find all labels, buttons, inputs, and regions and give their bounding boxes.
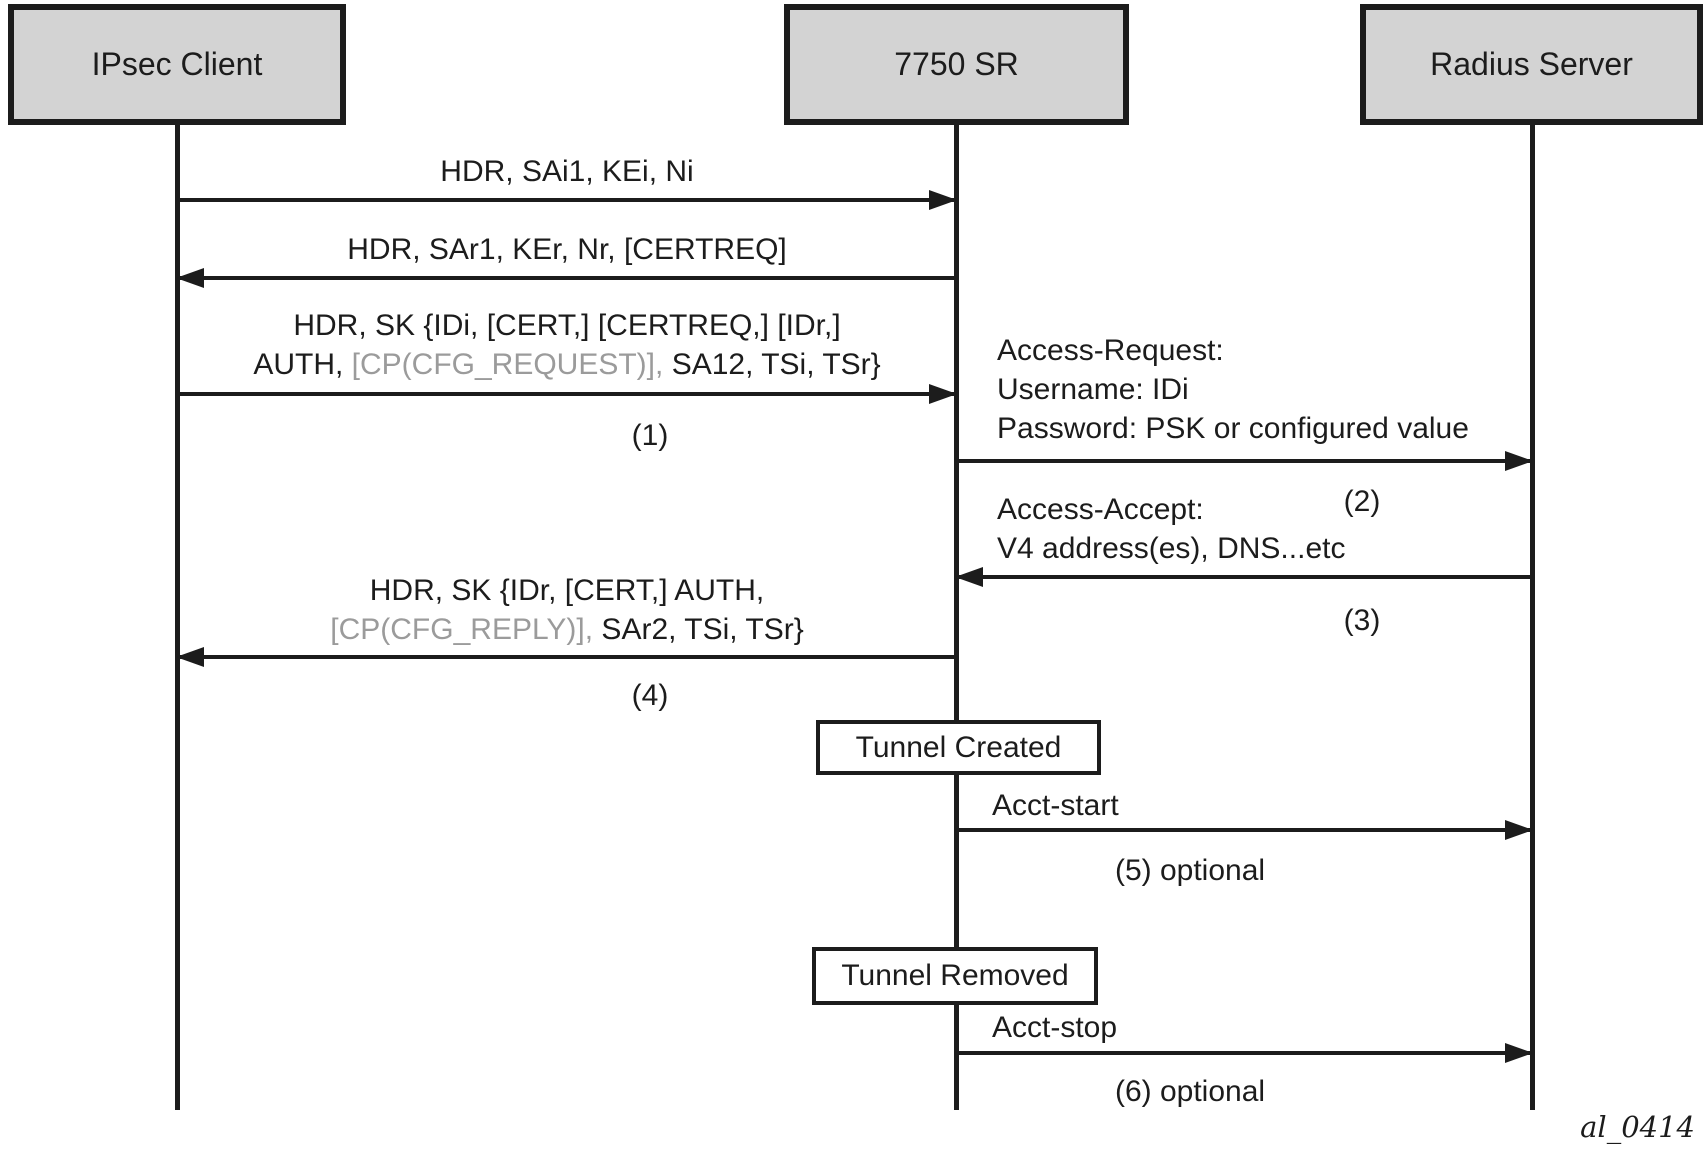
ike-auth-response-line2-post: SAr2, TSi, TSr} [593,613,804,646]
message-label-ike-auth-request: HDR, SK {IDi, [CERT,] [CERTREQ,] [IDr,] … [253,306,880,384]
access-accept-line2: V4 address(es), DNS...etc [997,532,1346,565]
arrow-ike-auth-response [176,647,956,667]
arrow-access-accept [955,567,1532,587]
state-box-tunnel-created: Tunnel Created [816,720,1101,775]
access-request-line2: Username: IDi [997,373,1189,406]
message-label-ike-init-request: HDR, SAi1, KEi, Ni [440,155,694,188]
ike-auth-request-line2-pre: AUTH, [253,348,352,381]
access-request-line3: Password: PSK or configured value [997,412,1469,445]
actor-box-ipsec-client: IPsec Client [8,4,346,125]
state-label-tunnel-removed: Tunnel Removed [841,959,1069,992]
ike-auth-response-line1: HDR, SK {IDr, [CERT,] AUTH, [369,574,765,607]
ike-auth-request-line2-post: SA12, TSi, TSr} [663,348,881,381]
access-accept-line1: Access-Accept: [997,493,1204,526]
message-label-access-request: Access-Request: Username: IDi Password: … [997,331,1469,448]
lifeline-7750-sr [954,125,959,1110]
message-label-access-accept: Access-Accept: V4 address(es), DNS...etc [997,490,1345,568]
lifeline-radius-server [1530,125,1535,1110]
arrow-ike-auth-request [177,384,957,404]
arrow-ike-init-response [176,268,956,288]
step-label-1: (1) [631,419,669,452]
arrow-acct-start [956,820,1533,840]
message-label-acct-stop: Acct-stop [992,1011,1118,1044]
actor-box-7750-sr: 7750 SR [784,4,1129,125]
message-label-ike-auth-response: HDR, SK {IDr, [CERT,] AUTH, [CP(CFG_REPL… [330,571,803,649]
step-label-5-optional: (5) optional [1114,854,1266,887]
step-label-4: (4) [631,679,669,712]
ike-auth-response-line2: [CP(CFG_REPLY)], SAr2, TSi, TSr} [330,610,803,649]
figure-id: al_0414 [1580,1110,1695,1144]
actor-label-radius-server: Radius Server [1430,46,1633,82]
ike-auth-request-line2-cfg: [CP(CFG_REQUEST)], [351,348,664,381]
arrow-acct-stop [956,1043,1533,1063]
step-label-2: (2) [1343,485,1381,518]
message-label-acct-start: Acct-start [992,789,1119,822]
state-box-tunnel-removed: Tunnel Removed [812,947,1098,1005]
access-request-line1: Access-Request: [997,334,1224,367]
actor-box-radius-server: Radius Server [1360,4,1703,125]
ike-auth-request-line1: HDR, SK {IDi, [CERT,] [CERTREQ,] [IDr,] [293,309,841,342]
step-label-3: (3) [1343,604,1381,637]
ike-auth-request-line2: AUTH, [CP(CFG_REQUEST)], SA12, TSi, TSr} [253,345,880,384]
arrow-access-request [956,451,1533,471]
arrow-ike-init-request [177,190,957,210]
actor-label-7750-sr: 7750 SR [894,46,1019,82]
actor-label-ipsec-client: IPsec Client [91,46,263,82]
step-label-6-optional: (6) optional [1114,1075,1266,1108]
lifeline-ipsec-client [175,125,180,1110]
message-label-ike-init-response: HDR, SAr1, KEr, Nr, [CERTREQ] [347,233,787,266]
ike-auth-response-line2-cfg: [CP(CFG_REPLY)], [330,613,594,646]
state-label-tunnel-created: Tunnel Created [855,730,1062,764]
